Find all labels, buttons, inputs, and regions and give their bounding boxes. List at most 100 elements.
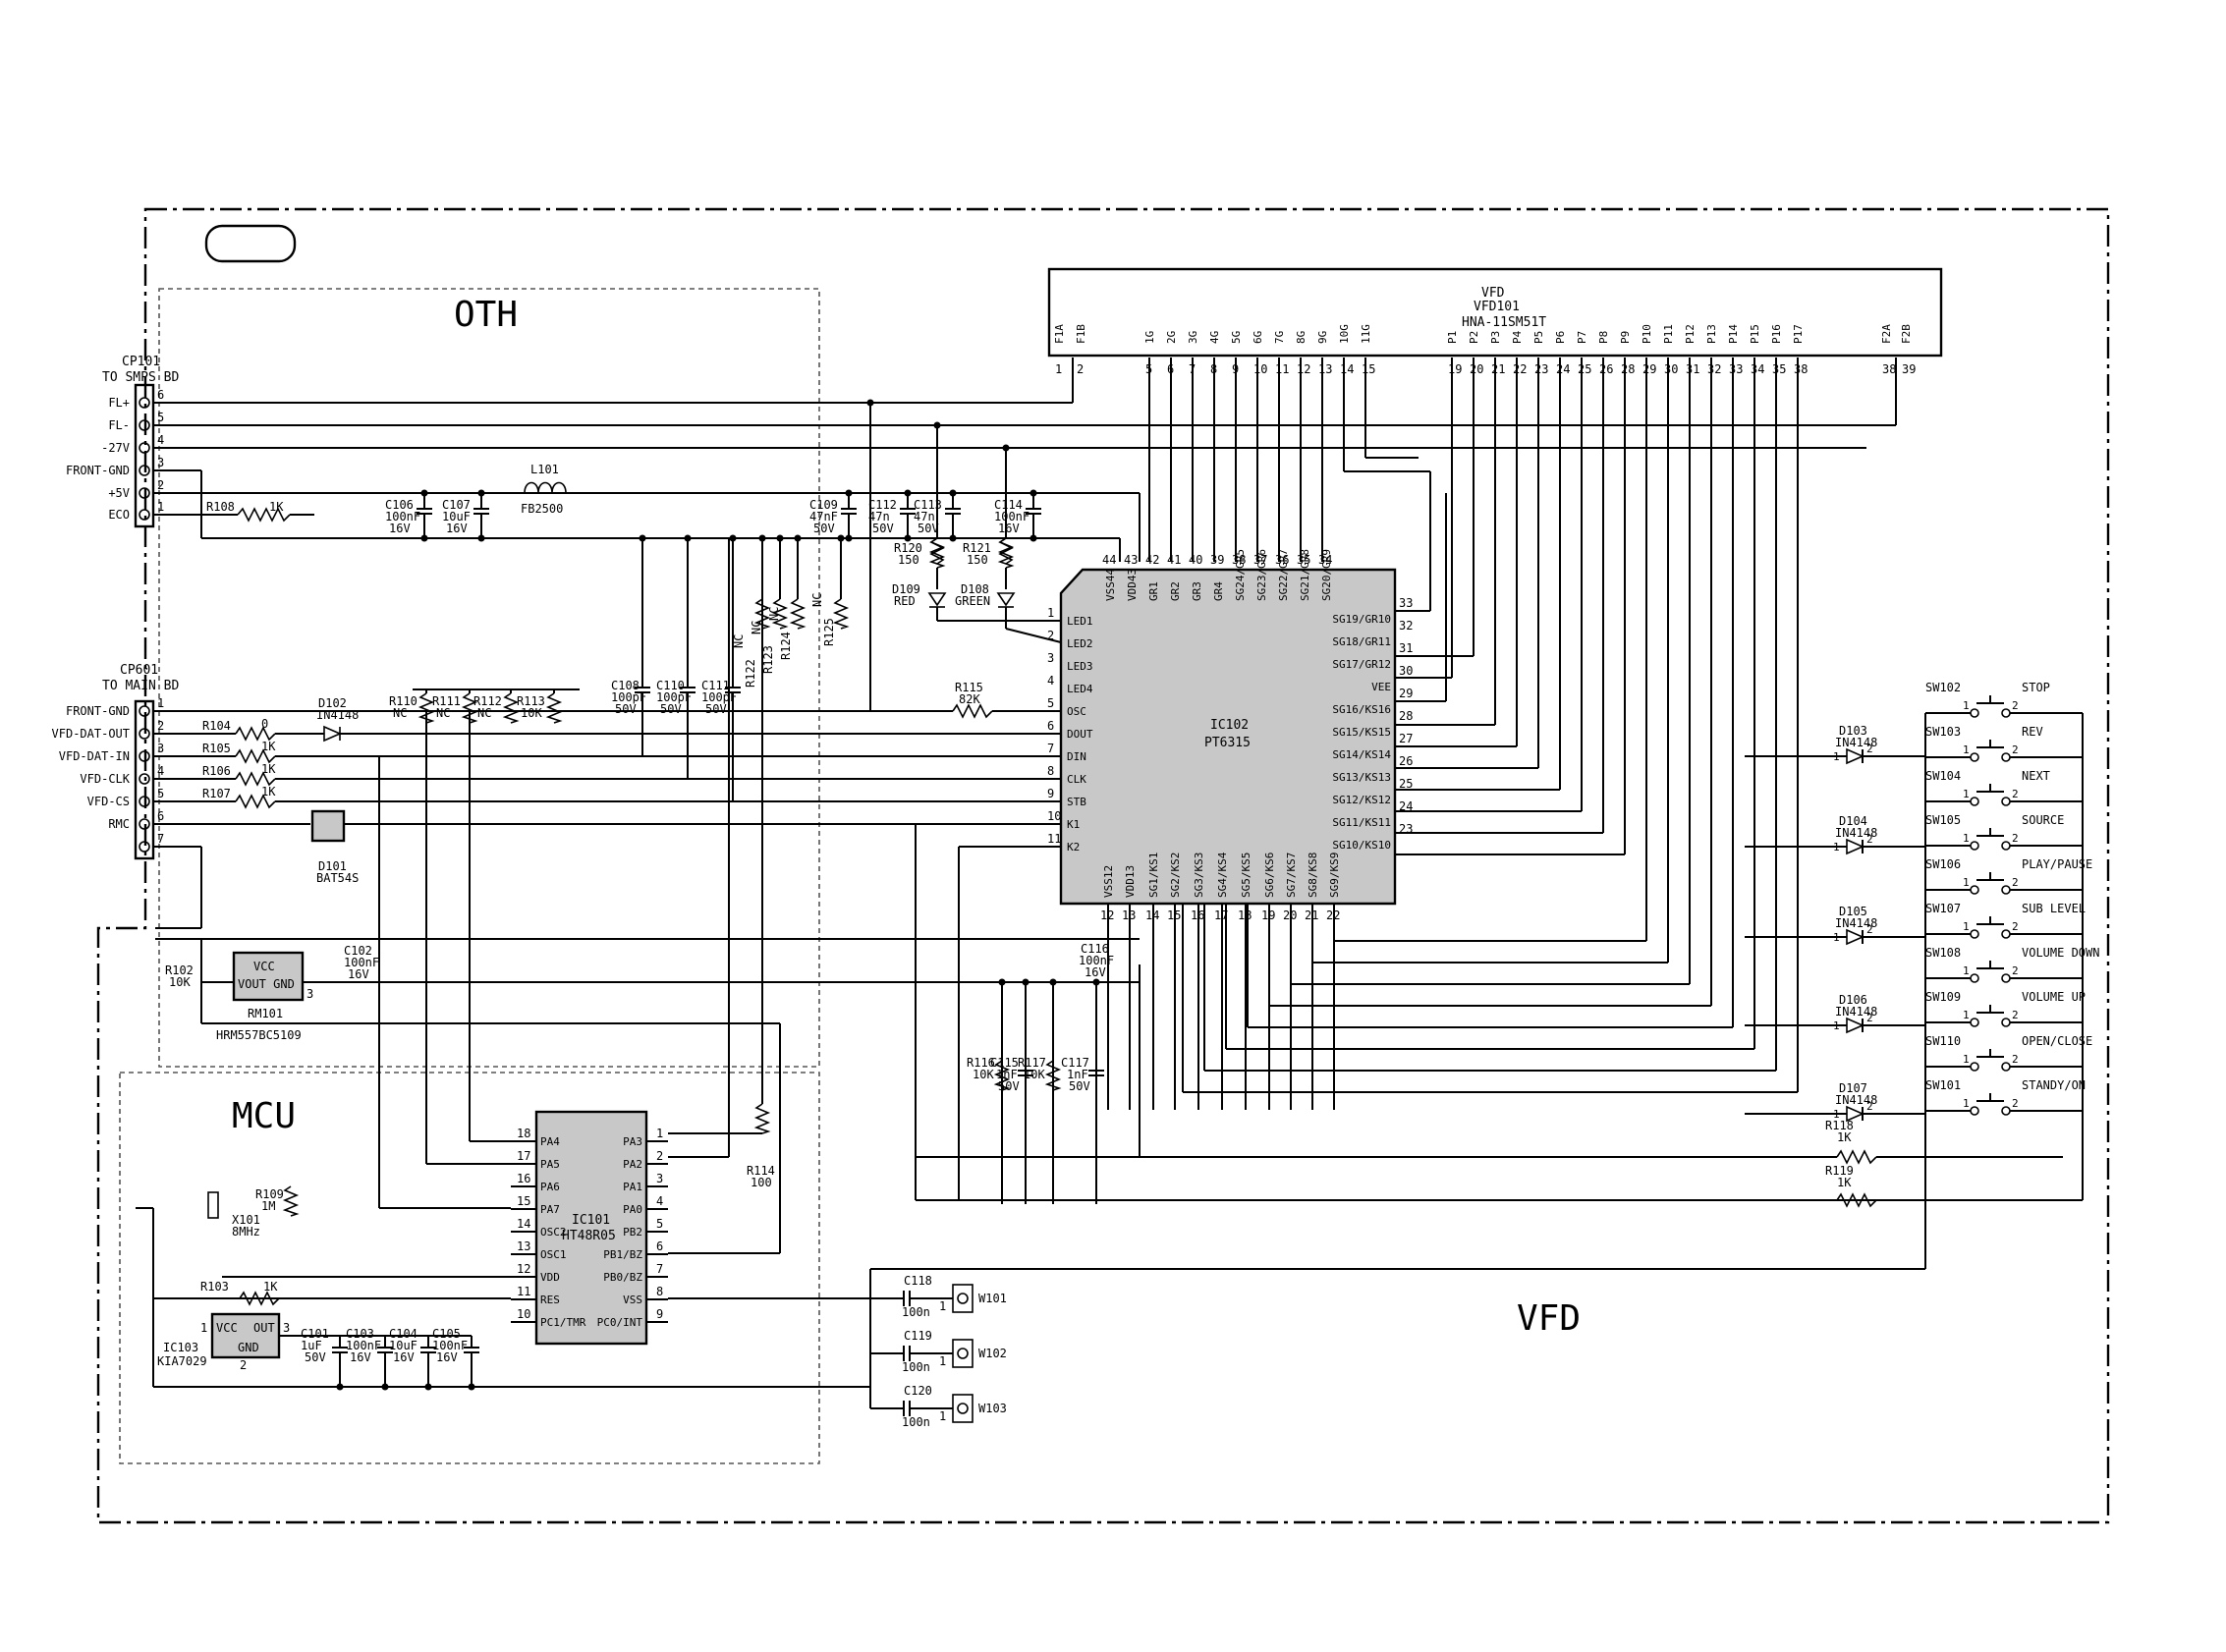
cap-voltage: 16V (350, 1350, 371, 1364)
part-value: 1nF (1067, 1068, 1088, 1081)
diode (1846, 838, 1864, 855)
vfd101-pin-number: 35 (1772, 362, 1786, 376)
r115-resistor (952, 703, 993, 719)
ic102-pin-number: 31 (1399, 641, 1413, 655)
junction-dot (477, 534, 485, 542)
switch-ref: SW108 (1925, 946, 1961, 960)
junction-dot (949, 534, 957, 542)
x101-crystal (207, 1191, 219, 1219)
r108-resistor (237, 507, 291, 523)
vfd101-pin-name: P16 (1770, 324, 1783, 344)
ic102-pin-number: 4 (1047, 674, 1054, 688)
switch-ref: SW109 (1925, 990, 1961, 1004)
vfd101-pin-name: 2G (1165, 331, 1178, 344)
junction-dot (1030, 534, 1037, 542)
junction-dot (477, 489, 485, 497)
vfd101-pin-number: 34 (1751, 362, 1764, 376)
diode-value: IN4148 (1835, 736, 1877, 749)
junction-dot (837, 534, 845, 542)
ic103-ref: IC103 (163, 1341, 198, 1354)
vfd101-pin-number: 20 (1470, 362, 1483, 376)
ic102-bottom-parts: R11610KC1151nF50VR11710KC1171nF50VC11610… (916, 939, 2083, 1204)
vfd-to-driver-wires (1148, 358, 1866, 1093)
ic102-pin-name: SG14/KS14 (1332, 748, 1391, 761)
cap-ref: C106 (385, 498, 414, 512)
connector-pin (139, 487, 150, 499)
ic102-ref: IC102 (1210, 718, 1249, 733)
vfd101-pin-number: 19 (1448, 362, 1462, 376)
connector-pin (139, 750, 150, 762)
ic102-pin-name: VSS12 (1102, 865, 1115, 898)
bus-resistor-value: 0 (261, 717, 268, 731)
ic102-pin-number: 9 (1047, 787, 1054, 800)
w-cap-value: 100n (902, 1305, 930, 1319)
pullup-value: 10K (521, 706, 542, 720)
diode-ref: D103 (1839, 724, 1867, 738)
cap-ref: C105 (432, 1327, 461, 1341)
w-terminal (952, 1339, 974, 1368)
vfd101-pin-number: 33 (1729, 362, 1743, 376)
ic102-pin-name: SG11/KS11 (1332, 816, 1391, 829)
ic102-pin-name: STB (1067, 796, 1086, 808)
r121-ref: R121 (963, 541, 991, 555)
ic102-pin-name: K2 (1067, 841, 1080, 854)
c102-value: 100nF (344, 956, 379, 969)
ic102-pin-name: DOUT (1067, 728, 1093, 741)
ic103-pin3: 3 (283, 1321, 290, 1335)
ic102-pin-name: SG18/GR11 (1332, 635, 1391, 648)
ic103-out: OUT (253, 1321, 275, 1335)
ic101-pin-number: 13 (517, 1239, 530, 1253)
pullup-value: NC (393, 706, 407, 720)
ic102-pin-number: 10 (1047, 809, 1061, 823)
r109-resistor (282, 1185, 300, 1217)
vfd101-line3: HNA-11SM51T (1462, 315, 1546, 330)
r103-ref: R103 (200, 1280, 229, 1294)
ic102-pin-name: K1 (1067, 818, 1080, 831)
switch-contact (2001, 1106, 2011, 1116)
ic102-part: PT6315 (1204, 736, 1251, 750)
switch-pin: 1 (1963, 1053, 1970, 1066)
cap-voltage: 16V (389, 522, 411, 535)
w-terminal (952, 1284, 974, 1313)
ic103-pin1: 1 (200, 1321, 207, 1335)
ic101-pin-name: OSC1 (540, 1248, 567, 1261)
cap-ref: C107 (442, 498, 471, 512)
nc-resistor-value: NC (767, 607, 781, 621)
switch-contact (1970, 1018, 1979, 1027)
cap-voltage: 50V (705, 702, 727, 716)
ic101-pin-name: PA7 (540, 1203, 560, 1216)
vfd101-pin-name: P7 (1576, 331, 1588, 344)
r109-ref: R109 (255, 1187, 284, 1201)
pullup-resistor (461, 692, 478, 724)
w-ref: W101 (978, 1292, 1007, 1305)
cp101-pin-label: FL+ (108, 396, 130, 410)
cp601-pin-number: 7 (157, 832, 164, 846)
c102-ref: C102 (344, 944, 372, 958)
cap-voltage: 50V (918, 522, 939, 535)
nc-resistor (832, 598, 850, 630)
ic102-pin-name: SG4/KS4 (1216, 852, 1229, 898)
r119-ref: R119 (1825, 1164, 1854, 1178)
part-voltage: 50V (998, 1079, 1020, 1093)
ic102-pin-name: SG22/GR7 (1277, 549, 1290, 601)
junction-dot (381, 1383, 389, 1391)
r108-ref: R108 (206, 500, 235, 514)
cp101-pin-number: 6 (157, 388, 164, 402)
mcu-wires (136, 538, 871, 1408)
cp601-pin-number: 4 (157, 764, 164, 778)
ic102-pin-name: SG23/GR6 (1255, 549, 1268, 601)
diode (1846, 747, 1864, 765)
cp601-pin-label: RMC (108, 817, 130, 831)
cap-ref: C112 (868, 498, 897, 512)
switch-pin: 1 (1963, 964, 1970, 977)
bus-resistor (235, 794, 276, 809)
ic101-pins: 18PA417PA516PA615PA714OSC213OSC112VDD11R… (207, 1103, 771, 1329)
ic102-pin-name: SG1/KS1 (1147, 853, 1160, 898)
switch-contact (2001, 797, 2011, 806)
vfd101-pin-number: 1 (1055, 362, 1062, 376)
ic102-pin-number: 3 (1047, 651, 1054, 665)
junction-dot (1022, 978, 1030, 986)
switch-label: STOP (2022, 681, 2050, 694)
ic102-pin-number: 11 (1047, 832, 1061, 846)
ic102-pin-name: LED3 (1067, 660, 1093, 673)
